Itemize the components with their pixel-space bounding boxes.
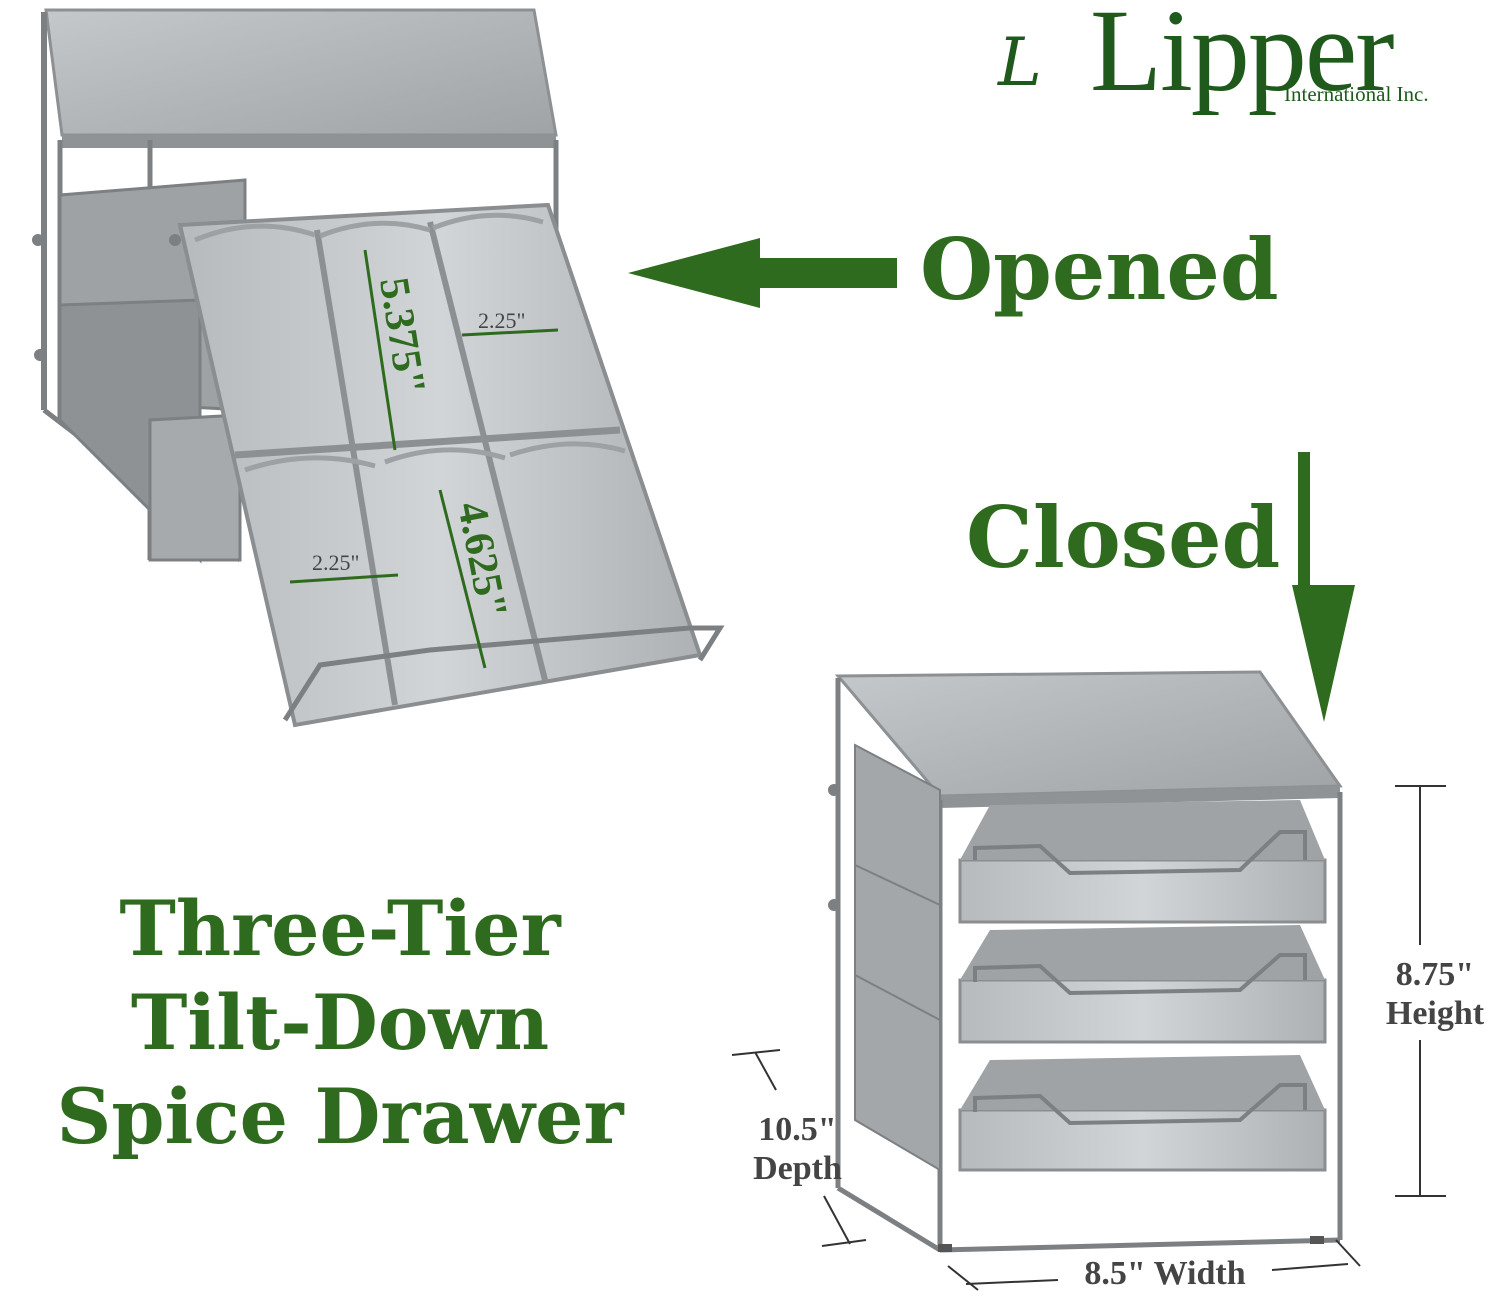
- width-dimension: 8.5" Width: [1084, 1255, 1246, 1292]
- logo-script-initial: L: [998, 24, 1042, 101]
- title-line: Tilt-Down: [130, 978, 550, 1067]
- opened-rack: [32, 8, 725, 728]
- depth-dimension: 10.5" Depth: [735, 1110, 860, 1188]
- closed-label: Closed: [966, 488, 1281, 587]
- slot-width-bottom-text: 2.25": [312, 550, 359, 575]
- product-title: Three-Tier Tilt-Down Spice Drawer: [40, 882, 640, 1164]
- opened-arrow-icon: [628, 238, 897, 308]
- title-line: Three-Tier: [119, 884, 561, 973]
- slot-width-top-text: 2.25": [478, 308, 525, 333]
- title-line: Spice Drawer: [56, 1072, 624, 1161]
- logo-wordmark: Lipper: [1090, 0, 1395, 116]
- logo-subtitle: International Inc.: [1284, 82, 1429, 106]
- depth-label: Depth: [753, 1150, 842, 1188]
- opened-label: Opened: [920, 220, 1279, 319]
- brand-logo: L Lipper International Inc.: [998, 0, 1498, 120]
- closed-arrow-icon: [1292, 452, 1355, 722]
- height-dimension: 8.75" Height: [1370, 955, 1500, 1033]
- depth-value: 10.5": [758, 1111, 837, 1148]
- closed-rack: [731, 670, 1446, 1291]
- height-value: 8.75": [1395, 956, 1475, 993]
- height-label: Height: [1385, 995, 1485, 1033]
